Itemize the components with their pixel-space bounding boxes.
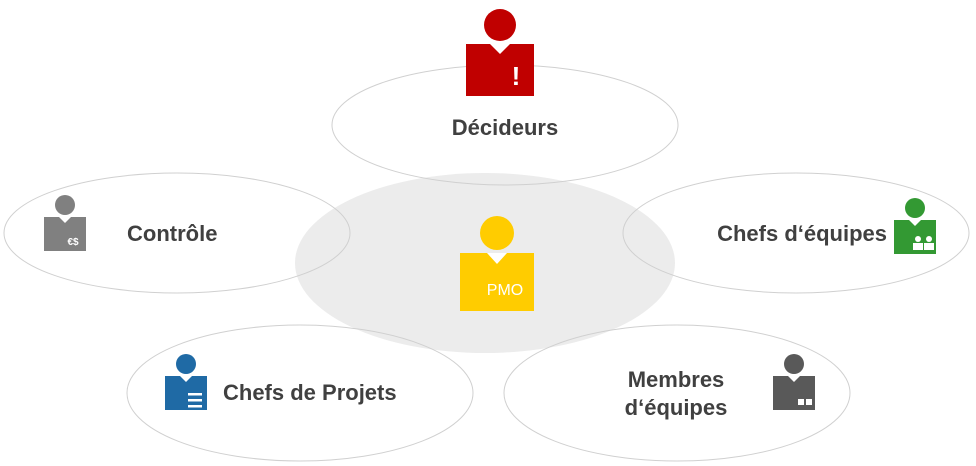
person-blocks-icon (773, 354, 815, 410)
person-currency-icon: €$ (44, 195, 86, 251)
pmo-label: PMO (487, 282, 523, 299)
decideurs-label: Décideurs (452, 115, 558, 140)
membres-equipes-label-line2: d‘équipes (625, 395, 728, 420)
person-team-icon (894, 198, 936, 254)
currency-mark: €$ (67, 237, 79, 248)
controle-ellipse (3, 172, 351, 294)
chefs-projets-ellipse (126, 324, 474, 462)
membres-equipes-label-line1: Membres (628, 367, 725, 392)
person-list-icon (165, 354, 207, 410)
membres-equipes-ellipse (503, 324, 851, 462)
person-alert-icon: ! (466, 9, 534, 96)
chefs-equipes-label: Chefs d‘équipes (717, 221, 887, 246)
alert-mark: ! (512, 61, 521, 91)
chefs-projets-label: Chefs de Projets (223, 380, 397, 405)
person-pmo-icon (460, 216, 534, 311)
chefs-equipes-ellipse (622, 172, 970, 294)
controle-label: Contrôle (127, 221, 217, 246)
